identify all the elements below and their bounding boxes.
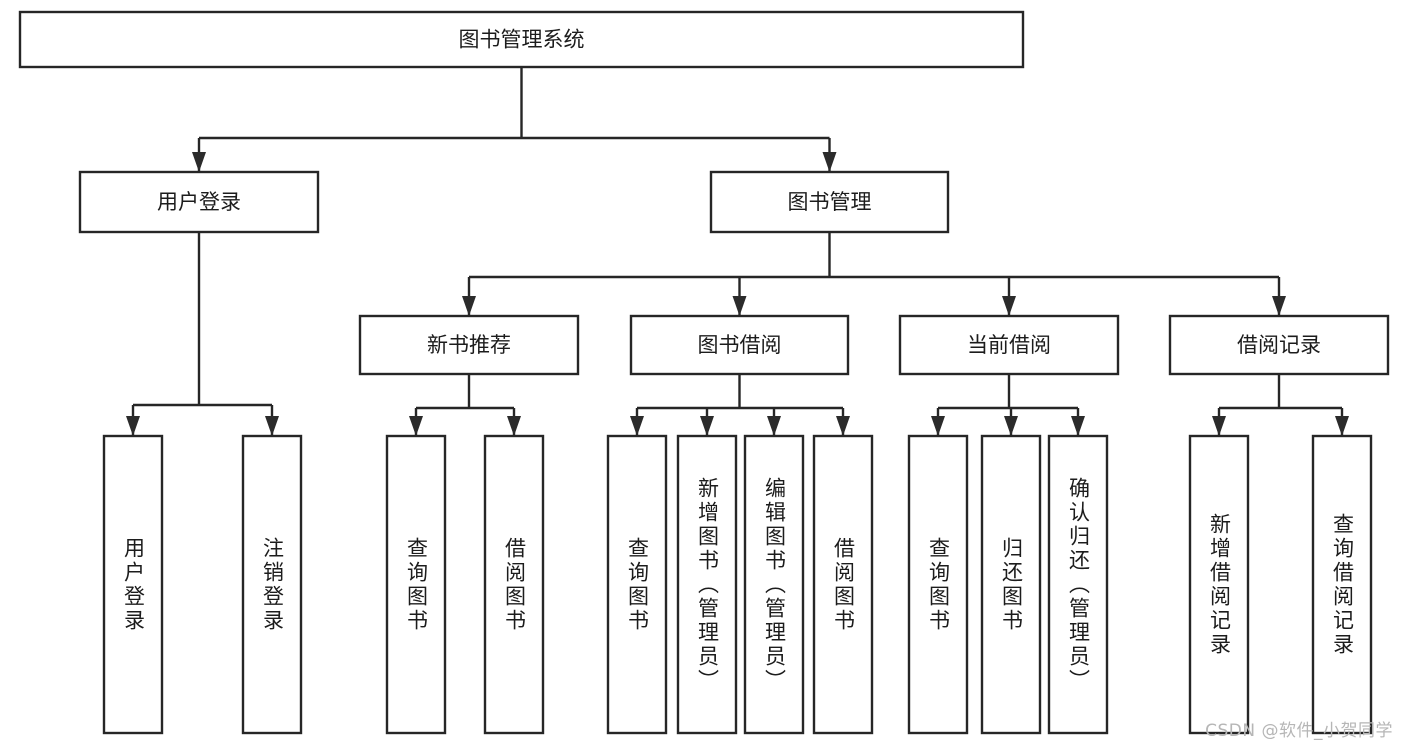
node-label-book-borrow: 图书借阅 (698, 333, 782, 357)
arrow-head-user-logout (265, 416, 279, 436)
node-box-borrow-record[interactable] (1168, 314, 1390, 376)
arrow-head-rec-add-record (1212, 416, 1226, 436)
node-box-rec-query-book[interactable] (385, 434, 447, 735)
node-box-current-borrow[interactable] (898, 314, 1120, 376)
node-box-root[interactable] (18, 10, 1025, 69)
node-label-current-borrow: 当前借阅 (967, 333, 1051, 357)
arrow-head-rec-query-book (409, 416, 423, 436)
arrow-head-borrow-query-book (630, 416, 644, 436)
arrow-head-book-manage (822, 152, 837, 172)
node-box-cur-confirm-return[interactable] (1047, 434, 1109, 735)
node-label-user-login: 用户登录 (157, 190, 241, 214)
arrow-head-cur-confirm-return (1071, 416, 1085, 436)
node-box-rec-borrow-book[interactable] (483, 434, 545, 735)
arrow-head-borrow-add-book (700, 416, 714, 436)
node-label-new-book-rec: 新书推荐 (427, 333, 511, 357)
arrow-head-user-login-do (126, 416, 140, 436)
node-label-root: 图书管理系统 (459, 28, 585, 52)
node-box-borrow-borrow-book[interactable] (812, 434, 874, 735)
node-box-user-logout[interactable] (241, 434, 303, 735)
node-box-cur-return-book[interactable] (980, 434, 1042, 735)
arrow-head-cur-return-book (1004, 416, 1018, 436)
node-box-rec-query-record[interactable] (1311, 434, 1373, 735)
node-box-user-login[interactable] (78, 170, 320, 234)
watermark-text: CSDN @软件_小贺同学 (1205, 721, 1393, 741)
boxes-layer (18, 10, 1390, 735)
arrow-head-rec-borrow-book (507, 416, 521, 436)
node-label-borrow-record: 借阅记录 (1237, 333, 1321, 357)
node-box-book-borrow[interactable] (629, 314, 850, 376)
arrow-head-current-borrow (1002, 296, 1016, 316)
arrow-head-borrow-record (1272, 296, 1286, 316)
node-box-user-login-do[interactable] (102, 434, 164, 735)
node-label-book-manage: 图书管理 (788, 190, 872, 214)
arrow-head-user-login (192, 152, 206, 172)
node-box-rec-add-record[interactable] (1188, 434, 1250, 735)
connectors-layer (126, 67, 1349, 436)
node-box-cur-query-book[interactable] (907, 434, 969, 735)
arrow-head-rec-query-record (1335, 416, 1349, 436)
node-box-new-book-rec[interactable] (358, 314, 580, 376)
node-box-book-manage[interactable] (709, 170, 950, 234)
arrow-head-new-book-rec (462, 296, 476, 316)
arrow-head-borrow-borrow-book (836, 416, 850, 436)
node-box-borrow-query-book[interactable] (606, 434, 668, 735)
node-box-borrow-edit-book[interactable] (743, 434, 805, 735)
arrow-head-borrow-edit-book (767, 416, 781, 436)
node-box-borrow-add-book[interactable] (676, 434, 738, 735)
arrow-head-book-borrow (732, 296, 747, 316)
arrow-head-cur-query-book (931, 416, 945, 436)
